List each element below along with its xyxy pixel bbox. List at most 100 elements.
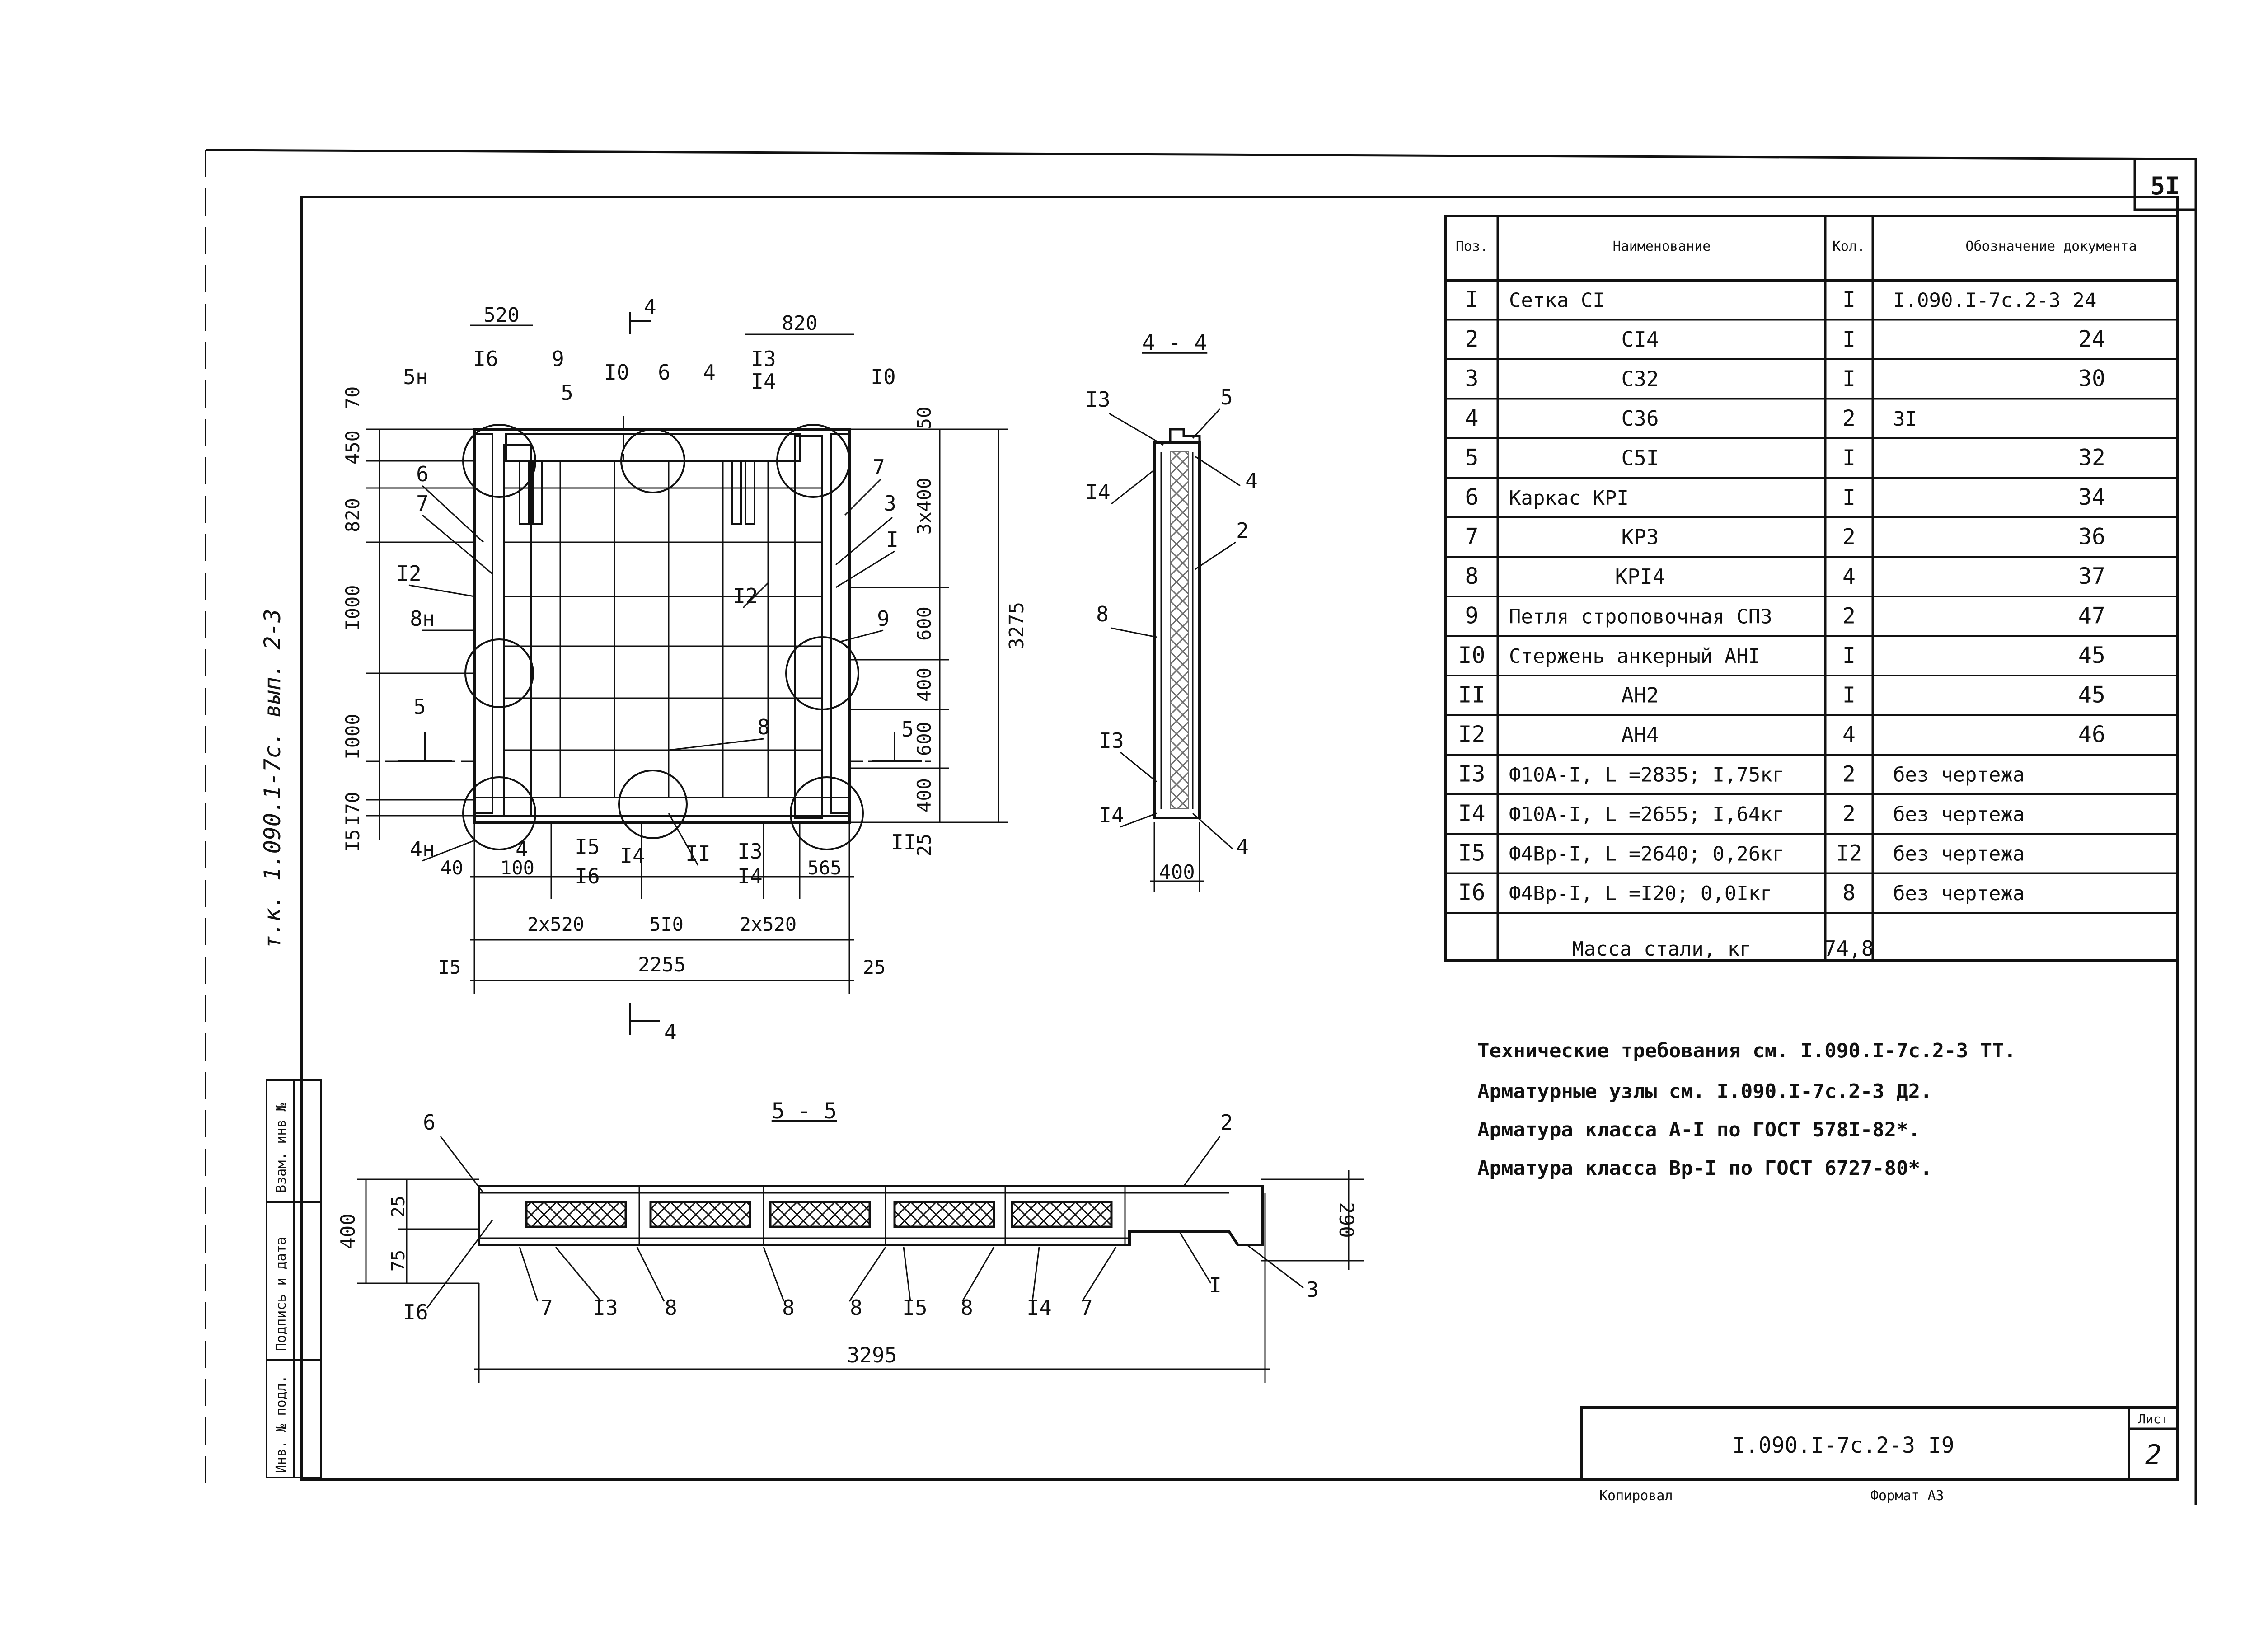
side-stamp-text: т.к. 1.090.1-7с. вып. 2-3	[259, 609, 286, 949]
position-callout: 5	[561, 380, 573, 405]
position-callout: 7	[416, 491, 429, 516]
section-5-5-bottom-cover: 75	[388, 1250, 409, 1272]
position-callout: 9	[877, 606, 890, 631]
left-dim: 70	[342, 386, 364, 409]
row-pos: I	[1465, 286, 1478, 313]
bottom-dim-100: 100	[500, 857, 534, 879]
row-qty: I	[1842, 446, 1856, 471]
left-dim: I000	[342, 713, 364, 759]
row-qty: 2	[1842, 406, 1856, 431]
position-callout: II	[891, 830, 916, 854]
position-callout: I2	[396, 561, 421, 586]
side-cell-replace: Взам. инв №	[273, 1103, 289, 1193]
row-doc: 3I	[1893, 408, 1917, 431]
position-callout: 4	[516, 837, 528, 861]
left-dim: I70	[342, 792, 364, 826]
row-doc: 24	[2078, 326, 2105, 352]
section-4-4-callout: 5	[1220, 385, 1233, 409]
row-name: Ф4Вр-I, L =I20; 0,0Iкг	[1509, 882, 1772, 905]
position-callout: 7	[872, 455, 885, 479]
left-dim: I000	[342, 585, 364, 630]
row-doc: 45	[2078, 682, 2105, 708]
row-pos: I6	[1458, 879, 1485, 906]
section-4-4-title: 4 - 4	[1142, 330, 1208, 356]
format-label: Формат А3	[1870, 1488, 1944, 1504]
row-doc: 36	[2078, 524, 2105, 550]
total-mass-value: 74,8	[1824, 936, 1874, 961]
row-name: Ф10А-I, L =2835; I,75кг	[1509, 764, 1784, 787]
side-cell-inv: Инв. № подл.	[273, 1375, 289, 1473]
row-doc: без чертежа	[1893, 803, 2025, 826]
row-doc: без чертежа	[1893, 764, 2025, 787]
row-name: KPI4	[1615, 564, 1665, 589]
overall-height-dim: 3275	[1005, 602, 1028, 650]
top-dim-2: 820	[782, 312, 817, 335]
row-name: Ф10А-I, L =2655; I,64кг	[1509, 803, 1784, 826]
row-qty: 4	[1842, 564, 1856, 589]
section-5-5-callout: 7	[540, 1295, 553, 1320]
row-qty: I	[1842, 643, 1856, 668]
row-qty: 8	[1842, 880, 1856, 906]
row-pos: 7	[1465, 524, 1478, 550]
position-callout: 9	[552, 347, 564, 371]
section-5-5-callout: 6	[423, 1110, 436, 1135]
position-callout: I4	[737, 864, 762, 888]
left-dim: 820	[342, 498, 364, 532]
position-callout: 5н	[403, 365, 428, 389]
col-header-doc: Обозначение документа	[1965, 239, 2137, 254]
bottom-dim-2x520-left: 2x520	[527, 913, 584, 935]
row-doc: 46	[2078, 721, 2105, 747]
note-4: Арматура класса Вр-I по ГОСТ 6727-80*.	[1477, 1157, 1932, 1180]
edge-dim-right: 25	[863, 956, 886, 978]
section-cut-marks	[398, 312, 922, 1035]
cut-mark-left: 5	[413, 695, 426, 719]
row-name: C32	[1621, 367, 1659, 391]
section-5-5-callout: 8	[665, 1295, 677, 1320]
section-5-5-callout: 2	[1220, 1110, 1233, 1135]
left-dim: 450	[342, 430, 364, 465]
bottom-dim-565: 565	[807, 857, 842, 879]
position-callout: 6	[658, 360, 670, 385]
row-doc: 37	[2078, 563, 2105, 589]
section-5-5-right-height: 290	[1335, 1202, 1358, 1238]
row-qty: 2	[1842, 525, 1856, 550]
row-pos: I0	[1458, 642, 1485, 668]
row-pos: I3	[1458, 761, 1485, 787]
top-dim-1: 520	[483, 304, 519, 327]
bottom-dim-510: 5I0	[649, 913, 684, 935]
row-name: C36	[1621, 406, 1659, 431]
section-4-4-callout: I3	[1085, 387, 1110, 412]
row-pos: I5	[1458, 840, 1485, 866]
sheet-number-box	[2133, 158, 2197, 211]
section-mark-bottom: 4	[664, 1020, 677, 1044]
position-callout: 4	[703, 360, 716, 385]
section-5-5-dims	[357, 1170, 1364, 1383]
note-2: Арматурные узлы см. I.090.I-7c.2-3 Д2.	[1477, 1080, 1932, 1103]
section-5-5: 5 - 5 400 25 75 290 3295	[337, 1098, 1364, 1383]
col-header-pos: Поз.	[1456, 239, 1488, 254]
position-callout: I5	[575, 835, 600, 859]
edge-dim-left: I5	[438, 956, 461, 978]
bottom-dim-2x520-right: 2x520	[740, 913, 797, 935]
list-number: 2	[2145, 1439, 2161, 1471]
row-name: Сетка CI	[1509, 289, 1605, 312]
section-5-5-callout: I5	[902, 1295, 927, 1320]
position-callout: I4	[620, 844, 645, 868]
row-name: Ф4Вр-I, L =2640; 0,26кг	[1509, 843, 1784, 866]
row-name: AH4	[1621, 723, 1659, 747]
row-qty: 2	[1842, 762, 1856, 787]
row-doc: без чертежа	[1893, 882, 2025, 905]
row-qty: I	[1842, 485, 1856, 510]
row-name: Петля строповочная СПЗ	[1509, 605, 1772, 629]
row-doc: 32	[2078, 445, 2105, 471]
row-name: CI4	[1621, 327, 1659, 352]
section-5-5-callout: I4	[1026, 1295, 1051, 1320]
section-5-5-callout: 8	[782, 1295, 795, 1320]
table-grid	[1444, 215, 2179, 962]
section-4-4-callout: I4	[1099, 803, 1124, 827]
row-pos: 6	[1465, 484, 1478, 510]
right-dim: 400	[913, 778, 935, 812]
row-qty: I2	[1836, 841, 1862, 866]
